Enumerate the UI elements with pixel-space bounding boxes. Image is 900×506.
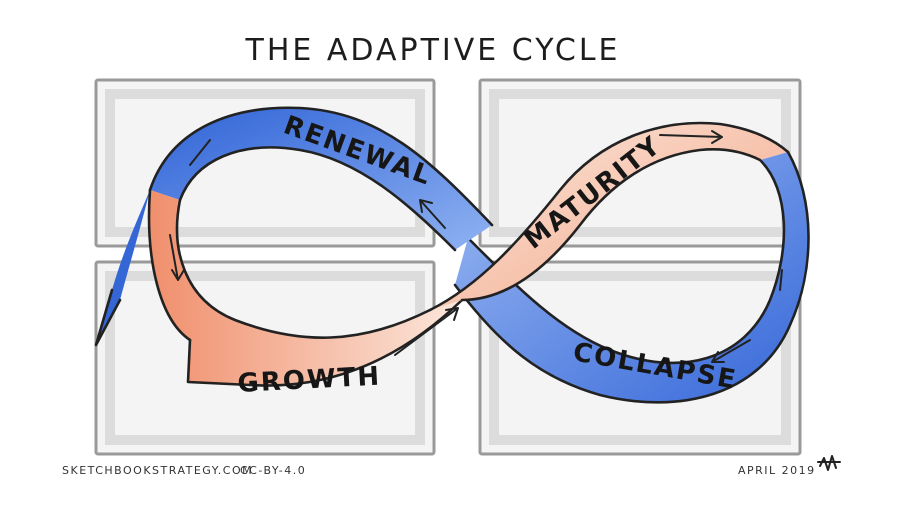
footer-license: CC-BY-4.0 xyxy=(240,464,306,477)
arrow-left-down xyxy=(169,139,211,281)
arrow-maturity xyxy=(659,130,723,144)
frame-bottom-right-inner xyxy=(489,271,791,445)
frame-bottom-right xyxy=(478,260,802,456)
arrow-right-down xyxy=(779,269,783,291)
frame-bottom-left-inner xyxy=(105,271,425,445)
diagram-title: THE ADAPTIVE CYCLE xyxy=(245,33,621,68)
arrow-collapse xyxy=(711,339,751,363)
flow-arrows xyxy=(169,130,783,363)
ribbon-growth-band xyxy=(147,188,464,387)
footer-date: APRIL 2019 xyxy=(738,464,816,477)
arrow-renewal xyxy=(419,199,446,229)
signature-mark xyxy=(817,455,841,471)
footer-site: SKETCHBOOKSTRATEGY.COM xyxy=(62,464,253,477)
arrow-growth xyxy=(394,307,459,356)
ribbon-collapse-band xyxy=(453,150,810,404)
ribbon-renewal-band xyxy=(94,106,494,347)
ribbon-maturity-band xyxy=(428,121,790,312)
